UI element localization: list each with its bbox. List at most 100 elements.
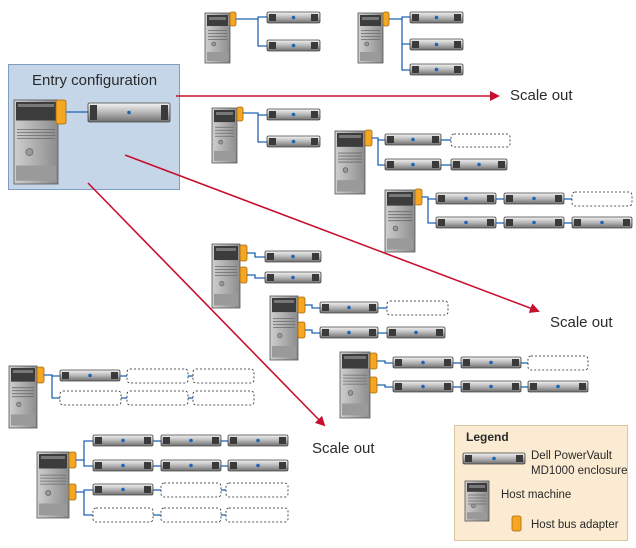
enclosure-icon bbox=[320, 327, 378, 338]
enclosure-icon bbox=[267, 136, 320, 147]
empty-enclosure-slot bbox=[193, 391, 254, 405]
legend-hba-label: Host bus adapter bbox=[531, 519, 619, 531]
sas-cable bbox=[84, 492, 93, 515]
sas-cable bbox=[377, 361, 393, 363]
sas-cable bbox=[76, 490, 93, 492]
enclosure-icon bbox=[504, 217, 564, 228]
hba-icon bbox=[37, 367, 44, 383]
server-tower-icon bbox=[14, 100, 58, 184]
empty-enclosure-slot bbox=[93, 508, 153, 522]
scale-out-arrow-middle bbox=[125, 155, 538, 311]
sas-cable bbox=[247, 275, 265, 278]
hba-icon bbox=[240, 245, 247, 261]
sas-cable bbox=[402, 19, 410, 44]
server-tower-icon bbox=[205, 13, 230, 63]
server-tower-icon bbox=[9, 366, 37, 428]
enclosure-icon bbox=[320, 302, 378, 313]
hba-icon bbox=[415, 189, 422, 205]
enclosure-icon bbox=[265, 251, 321, 262]
sas-cable bbox=[372, 138, 385, 140]
enclosure-icon bbox=[528, 381, 588, 392]
sas-cable bbox=[389, 17, 410, 19]
sas-cable bbox=[378, 140, 385, 165]
sas-cable bbox=[52, 376, 60, 398]
enclosure-icon bbox=[463, 453, 525, 464]
scale-out-label-middle: Scale out bbox=[550, 314, 613, 331]
server-tower-icon bbox=[37, 452, 69, 518]
sas-cable bbox=[247, 253, 265, 257]
server-tower-icon bbox=[358, 13, 383, 63]
hba-icon bbox=[383, 12, 389, 26]
enclosure-icon bbox=[385, 159, 441, 170]
enclosure-icon bbox=[461, 381, 521, 392]
hba-icon bbox=[370, 377, 377, 393]
empty-enclosure-slot bbox=[451, 134, 510, 147]
enclosure-icon bbox=[265, 272, 321, 283]
empty-enclosure-slot bbox=[161, 483, 221, 497]
hba-icon bbox=[298, 297, 305, 313]
sas-cable bbox=[44, 375, 60, 376]
enclosure-icon bbox=[461, 357, 521, 368]
sas-cable bbox=[236, 17, 267, 19]
enclosure-icon bbox=[228, 435, 288, 446]
sas-cable bbox=[305, 330, 320, 333]
server-tower-icon bbox=[465, 481, 489, 521]
enclosure-icon bbox=[385, 134, 441, 145]
hba-icon bbox=[370, 353, 377, 369]
enclosure-icon bbox=[161, 435, 221, 446]
empty-enclosure-slot bbox=[60, 391, 121, 405]
enclosure-icon bbox=[93, 435, 153, 446]
empty-enclosure-slot bbox=[226, 508, 288, 522]
empty-enclosure-slot bbox=[528, 356, 588, 370]
enclosure-icon bbox=[93, 460, 153, 471]
enclosure-icon bbox=[451, 159, 507, 170]
sas-cable bbox=[428, 199, 436, 223]
hba-icon bbox=[69, 484, 76, 500]
empty-enclosure-slot bbox=[387, 301, 448, 315]
sas-cable bbox=[305, 305, 320, 308]
hba-icon bbox=[56, 100, 66, 124]
enclosure-icon bbox=[410, 39, 463, 50]
hba-icon bbox=[365, 130, 372, 146]
enclosure-icon bbox=[161, 460, 221, 471]
scale-out-label-bottom: Scale out bbox=[312, 440, 375, 457]
sas-cable bbox=[258, 19, 267, 46]
empty-enclosure-slot bbox=[572, 192, 632, 206]
server-tower-icon bbox=[385, 190, 415, 252]
sas-cable bbox=[377, 385, 393, 387]
enclosure-icon bbox=[572, 217, 632, 228]
sas-cable bbox=[402, 44, 410, 70]
enclosure-icon bbox=[228, 460, 288, 471]
entry-configuration-label: Entry configuration bbox=[32, 72, 157, 89]
server-tower-icon bbox=[335, 131, 365, 194]
empty-enclosure-slot bbox=[127, 369, 188, 383]
enclosure-icon bbox=[410, 12, 463, 23]
enclosure-icon bbox=[267, 109, 320, 120]
legend-host-label: Host machine bbox=[501, 489, 571, 501]
hba-icon bbox=[298, 322, 305, 338]
enclosure-icon bbox=[93, 484, 153, 495]
hba-icon bbox=[240, 267, 247, 283]
server-tower-icon bbox=[340, 352, 370, 418]
enclosure-icon bbox=[387, 327, 445, 338]
scale-out-label-top: Scale out bbox=[510, 87, 573, 104]
legend-enclosure-label-line1: Dell PowerVault bbox=[531, 450, 612, 462]
server-tower-icon bbox=[212, 244, 240, 308]
enclosure-icon bbox=[60, 370, 120, 381]
enclosure-icon bbox=[436, 193, 496, 204]
hba-icon bbox=[230, 12, 236, 26]
legend-enclosure-label-line2: MD1000 enclosure bbox=[531, 465, 628, 477]
empty-enclosure-slot bbox=[226, 483, 288, 497]
enclosure-icon bbox=[393, 381, 453, 392]
enclosure-icon bbox=[504, 193, 564, 204]
enclosure-icon bbox=[267, 12, 320, 23]
sas-cable bbox=[243, 113, 267, 115]
enclosure-icon bbox=[267, 40, 320, 51]
empty-enclosure-slot bbox=[161, 508, 221, 522]
server-tower-icon bbox=[270, 296, 298, 360]
hba-icon bbox=[69, 452, 76, 468]
hba-icon bbox=[512, 516, 521, 531]
sas-cable bbox=[76, 441, 93, 460]
sas-cable bbox=[84, 460, 93, 466]
